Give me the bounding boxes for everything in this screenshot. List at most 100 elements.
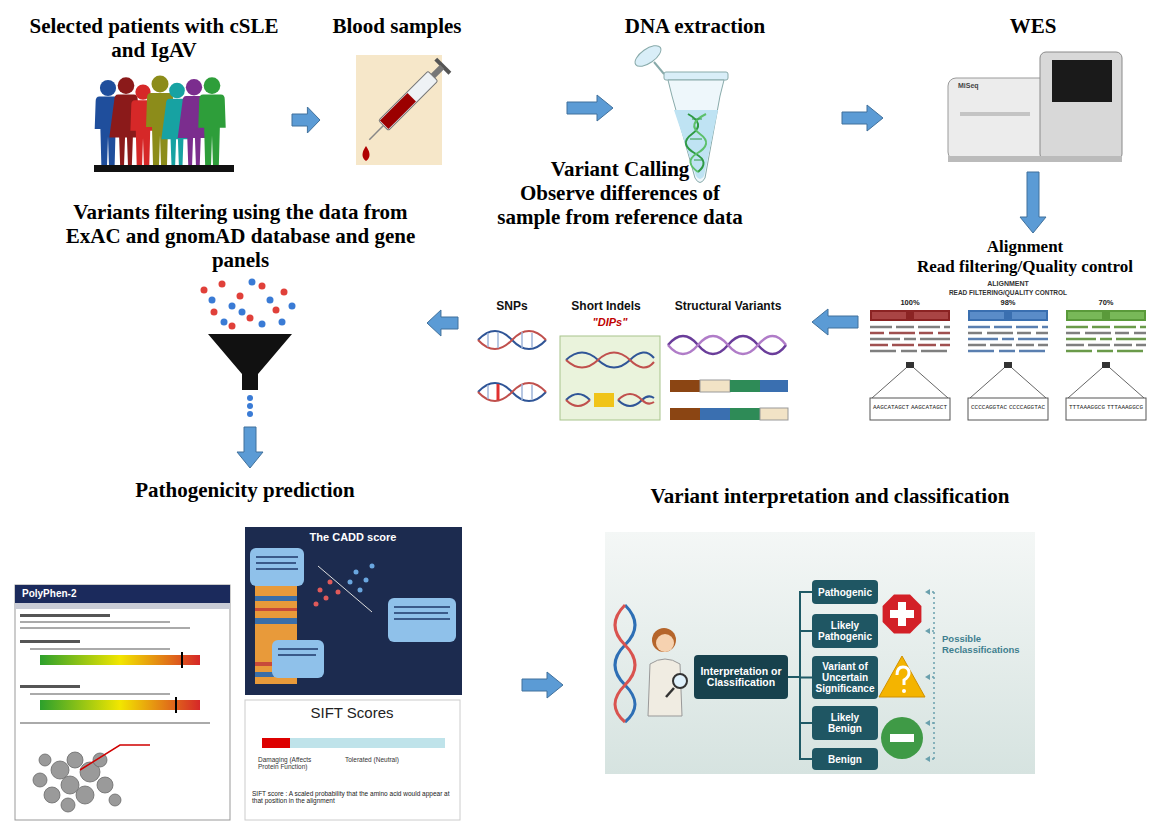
box-text: Likely Pathogenic bbox=[812, 617, 878, 645]
cadd-screenshot bbox=[394, 606, 450, 608]
polyphen-screenshot bbox=[109, 794, 121, 806]
cadd-screenshot bbox=[328, 580, 333, 585]
box-text: Variant of Uncertain Significance bbox=[812, 658, 878, 697]
filter-funnel-picture bbox=[201, 279, 296, 418]
classification-picture bbox=[930, 722, 934, 724]
cadd-screenshot bbox=[245, 527, 462, 695]
variant-calling-picture bbox=[478, 383, 546, 401]
alignment-picture bbox=[914, 312, 948, 319]
variant-calling-picture bbox=[566, 353, 654, 368]
classification-picture bbox=[615, 605, 635, 722]
classification-picture bbox=[930, 758, 934, 760]
variant-calling-picture bbox=[478, 331, 546, 349]
alignment-picture bbox=[970, 368, 1046, 398]
cadd-screenshot bbox=[256, 556, 298, 558]
cadd-screenshot bbox=[358, 588, 363, 593]
filter-funnel-picture bbox=[281, 289, 288, 296]
sequence-text: TTTAAAGGCG bbox=[1069, 405, 1105, 412]
filter-funnel-picture bbox=[221, 319, 228, 326]
patients-figures bbox=[186, 79, 202, 95]
filter-funnel-picture bbox=[289, 303, 296, 310]
polyphen-screenshot bbox=[175, 697, 177, 713]
polyphen-screenshot bbox=[20, 614, 110, 617]
note-text: SIFT score : A scaled probability that t… bbox=[252, 790, 452, 805]
blood-sample-picture bbox=[380, 93, 416, 129]
classification-picture bbox=[925, 720, 930, 726]
polyphen-screenshot bbox=[97, 777, 113, 793]
cadd-screenshot bbox=[314, 580, 341, 607]
filter-funnel-picture bbox=[201, 287, 208, 294]
variant-calling-picture bbox=[594, 393, 614, 407]
alignment-picture bbox=[870, 350, 950, 353]
flow-arrow bbox=[812, 309, 858, 335]
variant-type-label: Structural Variants bbox=[675, 300, 782, 314]
classification-box: Likely Benign bbox=[812, 706, 878, 740]
classification-picture bbox=[897, 667, 909, 685]
classification-picture bbox=[605, 532, 1035, 774]
sequence-text: TTTAAAGGCG bbox=[1107, 405, 1143, 412]
dna-tube-picture bbox=[692, 119, 702, 120]
variant-calling-picture bbox=[478, 331, 546, 401]
dna-tube-picture bbox=[664, 72, 728, 80]
variant-calling-picture bbox=[560, 336, 660, 420]
step-heading-group: Selected patients with cSLE and IgAV bbox=[23, 14, 285, 62]
tool-name: SIFT Scores bbox=[310, 704, 393, 721]
variant-calling-picture bbox=[497, 384, 500, 400]
alignment-picture bbox=[968, 398, 1048, 420]
sift-screenshot bbox=[262, 738, 290, 748]
polyphen-screenshot bbox=[30, 693, 170, 695]
classification-picture bbox=[656, 634, 674, 652]
alignment-picture bbox=[870, 327, 1146, 351]
polyphen-screenshot bbox=[39, 754, 51, 766]
figure-title: ALIGNMENT bbox=[987, 280, 1029, 288]
step-heading: DNA extraction bbox=[615, 14, 775, 38]
cadd-screenshot bbox=[278, 648, 318, 650]
variant-calling-picture bbox=[730, 408, 760, 420]
flow-arrow bbox=[842, 105, 883, 131]
filter-funnel-picture bbox=[247, 411, 253, 417]
polyphen-screenshot bbox=[80, 745, 150, 770]
sequencer-picture bbox=[1052, 60, 1112, 102]
polyphen-screenshot bbox=[51, 761, 69, 779]
tool-name: PolyPhen-2 bbox=[22, 588, 76, 600]
variant-calling-picture bbox=[668, 336, 786, 354]
sequence-text: CCCCAGGTAC bbox=[1009, 405, 1045, 412]
classification-picture bbox=[930, 592, 934, 759]
classification-picture bbox=[930, 630, 934, 632]
classification-picture bbox=[615, 605, 635, 722]
percent-label: 100% bbox=[900, 299, 919, 308]
alignment-picture bbox=[870, 332, 950, 335]
filter-funnel-picture bbox=[229, 323, 236, 330]
alignment-picture bbox=[1066, 350, 1146, 353]
box-text: Benign bbox=[812, 751, 878, 768]
alignment-picture bbox=[870, 310, 1146, 420]
variant-calling-picture bbox=[478, 331, 546, 349]
device-label: MiSeq bbox=[958, 82, 979, 90]
step-heading-group: Blood samples bbox=[322, 14, 472, 38]
polyphen-screenshot bbox=[15, 585, 230, 820]
variant-calling-picture bbox=[670, 408, 700, 420]
classification-picture bbox=[890, 734, 914, 742]
classification-picture bbox=[879, 656, 925, 697]
alignment-picture bbox=[872, 368, 948, 398]
polyphen-screenshot bbox=[40, 655, 200, 665]
sift-screenshot bbox=[290, 738, 445, 748]
alignment-picture bbox=[872, 368, 1144, 398]
polyphen-screenshot bbox=[20, 640, 80, 643]
classification-picture bbox=[881, 717, 923, 759]
alignment-picture bbox=[906, 362, 914, 368]
dna-tube-picture bbox=[690, 139, 702, 140]
filter-funnel-picture bbox=[209, 279, 296, 328]
cadd-screenshot bbox=[354, 570, 359, 575]
step-heading: Pathogenicity prediction bbox=[125, 478, 365, 502]
classification-picture bbox=[933, 592, 935, 759]
sequence-text: AAGCATAGCT bbox=[873, 405, 909, 412]
alignment-picture bbox=[968, 350, 1048, 353]
branch-line bbox=[788, 631, 812, 677]
variant-type-label: SNPs bbox=[496, 300, 527, 314]
blood-sample-picture bbox=[362, 58, 451, 147]
blood-sample-picture bbox=[378, 71, 437, 130]
variant-calling-picture bbox=[668, 336, 786, 354]
classification-picture bbox=[673, 674, 687, 688]
